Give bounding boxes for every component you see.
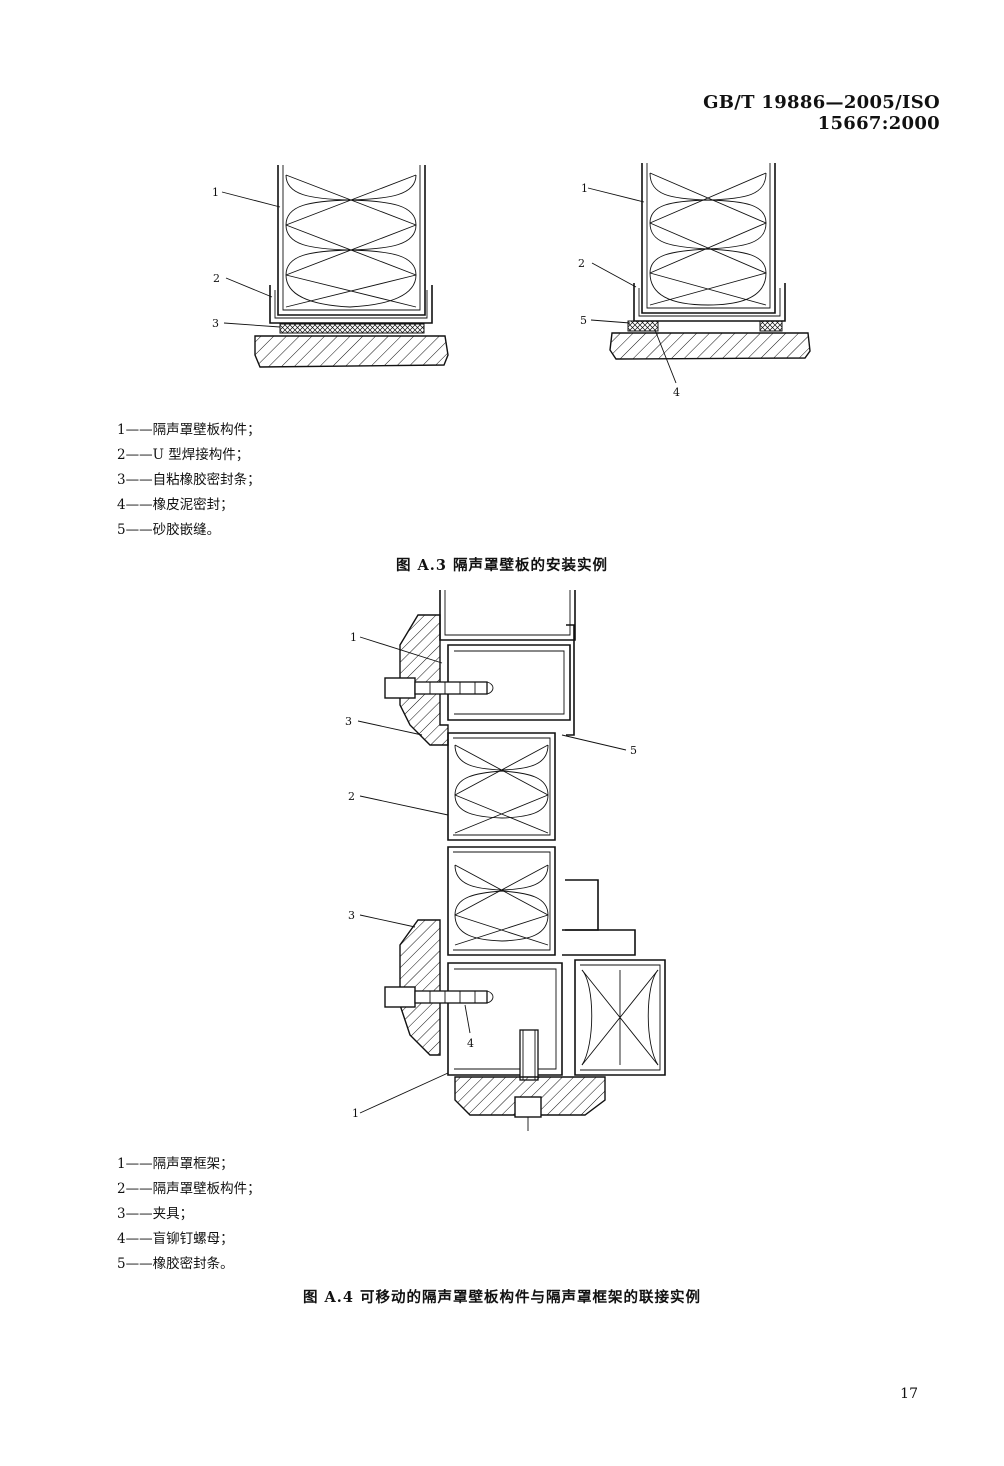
figure-a3-left-panel: [254, 165, 449, 368]
legend-dash: ——: [125, 1256, 153, 1272]
legend-item: 5——橡胶密封条。: [117, 1252, 261, 1277]
legend-item: 4——盲铆钉螺母；: [117, 1227, 261, 1252]
legend-text: 夹具；: [152, 1206, 194, 1222]
figure-a3-right-panel: [609, 163, 811, 360]
legend-dash: ——: [125, 422, 153, 438]
legend-text: 隔声罩壁板构件；: [152, 1181, 261, 1197]
legend-item: 3——自粘橡胶密封条；: [117, 468, 261, 493]
callout-a4-1-lower: 1: [352, 1107, 359, 1120]
legend-dash: ——: [125, 497, 153, 513]
legend-text: 自粘橡胶密封条；: [152, 472, 261, 488]
legend-number: 5: [117, 522, 126, 538]
legend-item: 1——隔声罩框架；: [117, 1152, 261, 1177]
legend-dash: ——: [125, 472, 153, 488]
legend-text: 隔声罩壁板构件；: [152, 422, 261, 438]
callout-a4-5: 5: [630, 744, 637, 757]
figure-a3-legend: 1——隔声罩壁板构件； 2——U 型焊接构件； 3——自粘橡胶密封条； 4——橡…: [117, 418, 261, 543]
legend-text: 隔声罩框架；: [152, 1156, 234, 1172]
figure-a3-caption: 图 A.3 隔声罩壁板的安装实例: [396, 557, 608, 574]
legend-dash: ——: [125, 1181, 153, 1197]
callout-a3-3: 3: [212, 317, 219, 330]
figure-a3-drawing: 1 2 3 1 2 5 4: [212, 163, 811, 399]
legend-number: 1: [117, 1156, 126, 1172]
callout-a3-right-4: 4: [673, 386, 680, 399]
legend-text: U 型焊接构件；: [152, 447, 250, 463]
legend-number: 4: [117, 497, 126, 513]
callout-a4-3-lower: 3: [348, 909, 355, 922]
legend-dash: ——: [125, 522, 153, 538]
figure-a4-caption: 图 A.4 可移动的隔声罩壁板构件与隔声罩框架的联接实例: [303, 1289, 701, 1306]
figure-a4-legend: 1——隔声罩框架； 2——隔声罩壁板构件； 3——夹具； 4——盲铆钉螺母； 5…: [117, 1152, 261, 1277]
callout-a4-1: 1: [350, 631, 357, 644]
standard-number-header: GB/T 19886—2005/ISO 15667:2000: [703, 92, 940, 134]
callout-a4-2: 2: [348, 790, 355, 803]
legend-number: 3: [117, 1206, 126, 1222]
legend-number: 2: [117, 447, 126, 463]
callout-a4-4: 4: [467, 1037, 474, 1050]
legend-number: 5: [117, 1256, 126, 1272]
legend-dash: ——: [125, 1206, 153, 1222]
legend-text: 砂胶嵌缝。: [152, 522, 221, 538]
legend-text: 橡皮泥密封；: [152, 497, 234, 513]
legend-item: 5——砂胶嵌缝。: [117, 518, 261, 543]
legend-item: 4——橡皮泥密封；: [117, 493, 261, 518]
legend-number: 4: [117, 1231, 126, 1247]
legend-text: 盲铆钉螺母；: [152, 1231, 234, 1247]
legend-number: 3: [117, 472, 126, 488]
callout-a3-right-1: 1: [581, 182, 588, 195]
legend-item: 2——隔声罩壁板构件；: [117, 1177, 261, 1202]
legend-text: 橡胶密封条。: [152, 1256, 234, 1272]
page-number: 17: [900, 1386, 918, 1402]
callout-a3-right-5: 5: [580, 314, 587, 327]
legend-dash: ——: [125, 1231, 153, 1247]
legend-dash: ——: [125, 447, 153, 463]
legend-item: 3——夹具；: [117, 1202, 261, 1227]
callout-a4-3: 3: [345, 715, 352, 728]
figure-a4-drawing: 1 3 5 2 3 4 1: [345, 590, 666, 1131]
callout-a3-1: 1: [212, 186, 219, 199]
legend-dash: ——: [125, 1156, 153, 1172]
legend-item: 1——隔声罩壁板构件；: [117, 418, 261, 443]
legend-item: 2——U 型焊接构件；: [117, 443, 261, 468]
callout-a3-right-2: 2: [578, 257, 585, 270]
legend-number: 2: [117, 1181, 126, 1197]
callout-a3-2: 2: [213, 272, 220, 285]
legend-number: 1: [117, 422, 126, 438]
